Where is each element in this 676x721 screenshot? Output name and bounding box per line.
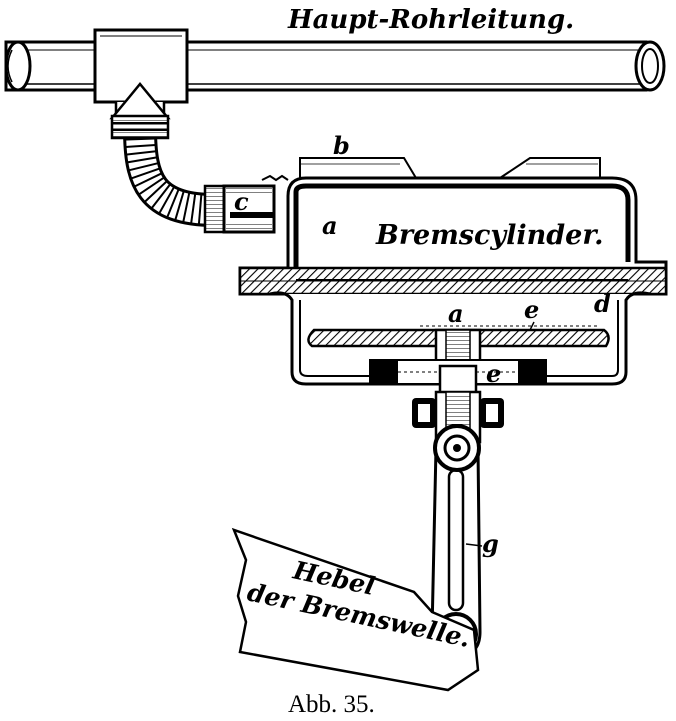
flexible-hose — [110, 114, 231, 234]
hose-rib — [134, 172, 162, 188]
letter-b: b — [333, 131, 350, 160]
hose-rib — [144, 180, 168, 203]
title-main-pipe: Haupt-Rohrleitung. — [287, 5, 574, 35]
hose-rib — [182, 192, 191, 223]
hose-rib — [166, 189, 180, 218]
hose-rib — [126, 150, 157, 156]
figure-caption: Abb. 35. — [288, 691, 375, 718]
hose-rib — [150, 183, 171, 209]
letter-c: c — [234, 187, 249, 216]
hose-rib — [127, 156, 158, 164]
cylinder-lower-body — [269, 291, 651, 386]
letter-g: g — [482, 529, 499, 558]
inlet-nozzle — [222, 174, 289, 234]
hose-rib — [128, 162, 159, 172]
hose-rib — [197, 194, 203, 225]
letter-a-lower: a — [448, 299, 464, 328]
letter-e-upper: e — [524, 295, 539, 324]
hose-rib — [190, 193, 197, 224]
label-brake-cylinder: Bremscylinder. — [375, 220, 603, 251]
cylinder-upper-body — [238, 176, 668, 296]
hose-rib — [125, 143, 156, 149]
hose-rib — [158, 186, 175, 214]
brake-shaft-lever — [231, 527, 480, 692]
hose-rib — [130, 167, 160, 180]
lever-arm — [430, 424, 482, 658]
letter-d: d — [594, 289, 611, 318]
letter-e-lower: e — [486, 359, 501, 388]
letter-a-upper: a — [322, 211, 338, 240]
tee-fitting — [93, 28, 189, 122]
hose-rib — [174, 191, 185, 221]
hose-rib — [138, 176, 165, 196]
mounting-brackets — [299, 157, 601, 179]
